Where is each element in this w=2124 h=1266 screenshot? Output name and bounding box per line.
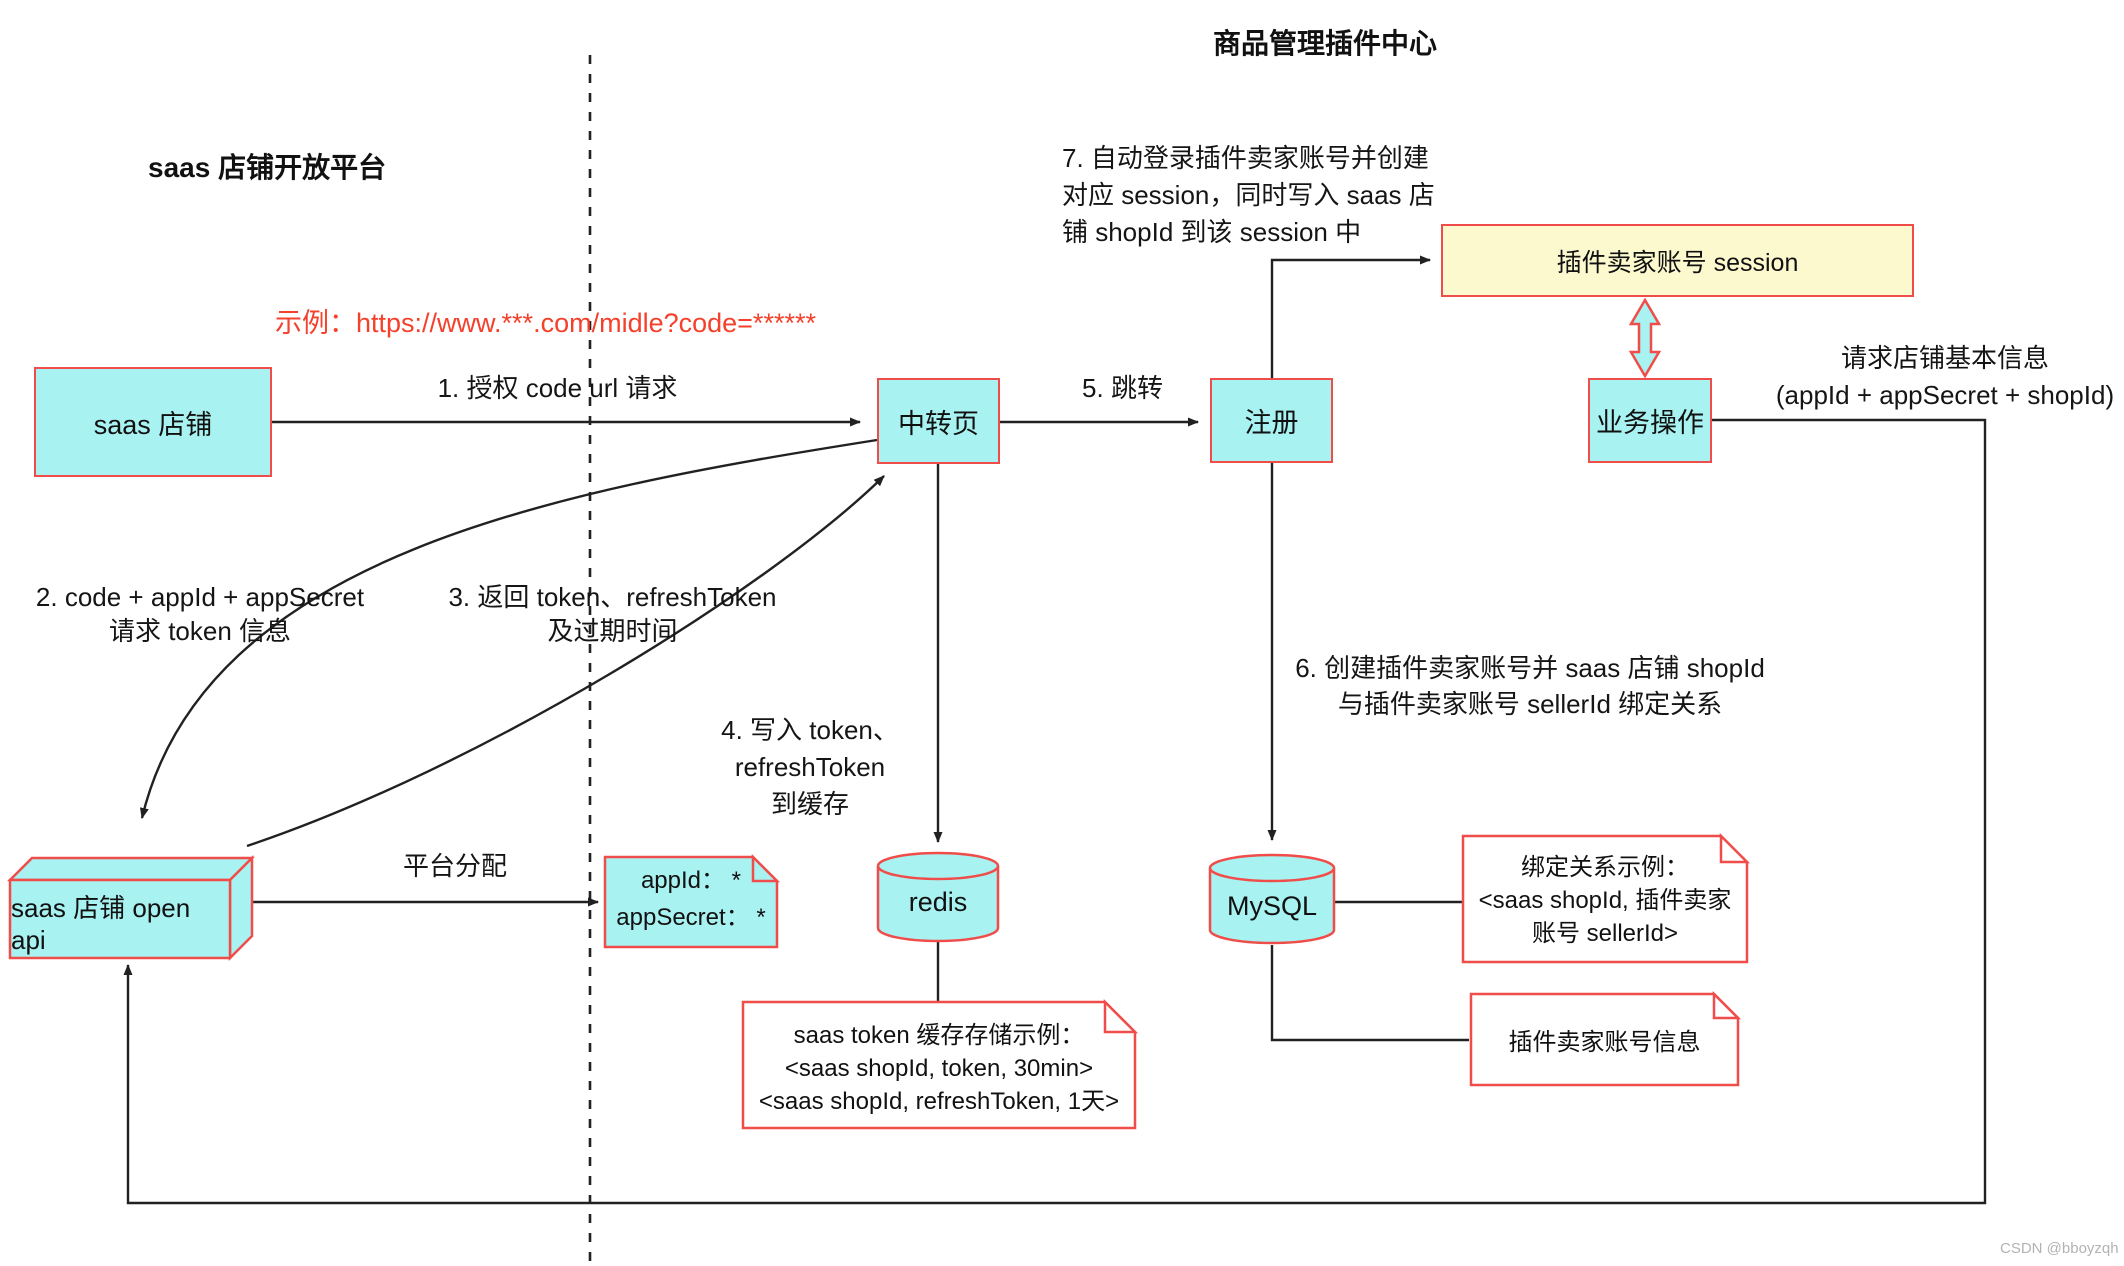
- seller-info-note-text: 插件卖家账号信息: [1471, 1026, 1738, 1060]
- credentials-note-text: appId： * appSecret： *: [605, 862, 777, 936]
- node-transit-page-label: 中转页: [898, 408, 979, 439]
- edge-step6-line1: 6. 创建插件卖家账号并 saas 店铺 shopId: [1295, 653, 1765, 683]
- edge-request-info-line1: 请求店铺基本信息: [1840, 343, 2049, 373]
- binding-note-text: 绑定关系示例： <saas shopId, 插件卖家 账号 sellerId>: [1463, 851, 1747, 950]
- node-session: 插件卖家账号 session: [1441, 224, 1914, 297]
- edge-step6-line2: 与插件卖家账号 sellerId 绑定关系: [1337, 689, 1723, 719]
- token-cache-line1: saas token 缓存存储示例：: [793, 1022, 1085, 1049]
- credentials-line2: appSecret： *: [616, 904, 766, 931]
- credentials-line1: appId： *: [640, 867, 742, 894]
- binding-note-shape: [1461, 832, 1751, 964]
- seller-info-note-shape: [1469, 990, 1742, 1087]
- node-mysql-label: MySQL: [1226, 890, 1318, 921]
- node-redis-label: redis: [908, 886, 968, 917]
- node-saas-shop: saas 店铺: [34, 367, 272, 477]
- right-lane-title: 商品管理插件中心: [1212, 28, 1437, 59]
- edge-step7-arrow: [1270, 255, 1431, 378]
- edge-step3-curve-arrow: [246, 475, 885, 848]
- session-business-double-arrow: [1628, 297, 1662, 379]
- edge-step3-label: 3. 返回 token、refreshToken 及过期时间: [420, 580, 805, 648]
- edge-step7-line2: 对应 session，同时写入 saas 店: [1062, 180, 1435, 210]
- edge-step4-line1: 4. 写入 token、: [721, 715, 899, 745]
- left-lane-title: saas 店铺开放平台: [148, 152, 387, 183]
- token-cache-line3: <saas shopId, refreshToken, 1天>: [758, 1088, 1120, 1115]
- binding-line3: 账号 sellerId>: [1531, 920, 1679, 947]
- edge-request-info-line2: (appId + appSecret + shopId): [1775, 380, 2115, 410]
- edge-step1-label: 1. 授权 code url 请求: [437, 373, 678, 403]
- edge-step2-label: 2. code + appId + appSecret 请求 token 信息: [25, 580, 375, 648]
- mysql-cylinder-shape: [1208, 853, 1336, 945]
- edge-step4-line2: refreshToken: [734, 752, 886, 782]
- seller-info-line1: 插件卖家账号信息: [1508, 1029, 1701, 1056]
- edge-request-info-label: 请求店铺基本信息 (appId + appSecret + shopId): [1770, 340, 2120, 414]
- node-transit-page: 中转页: [877, 378, 1000, 464]
- edge-step4-label: 4. 写入 token、 refreshToken 到缓存: [680, 712, 940, 823]
- token-cache-note-shape: [741, 998, 1139, 1130]
- edge-step2-curve-arrow: [139, 438, 878, 819]
- edge-step2-line1: 2. code + appId + appSecret: [35, 582, 365, 612]
- redis-cylinder-shape: [876, 851, 1000, 943]
- binding-line1: 绑定关系示例：: [1521, 854, 1689, 881]
- binding-line2: <saas shopId, 插件卖家: [1478, 887, 1732, 914]
- edge-step7-label: 7. 自动登录插件卖家账号并创建 对应 session，同时写入 saas 店 …: [1062, 140, 1482, 251]
- node-register-label: 注册: [1244, 408, 1299, 438]
- token-cache-note-text: saas token 缓存存储示例： <saas shopId, token, …: [743, 1019, 1135, 1118]
- node-register: 注册: [1210, 378, 1333, 463]
- edge-step7-line3: 铺 shopId 到该 session 中: [1062, 217, 1362, 247]
- open-api-cuboid-shape: [6, 854, 256, 962]
- watermark-text: CSDN @bboyzqh: [2000, 1240, 2119, 1257]
- edge-step3-line2: 及过期时间: [547, 616, 678, 646]
- node-session-label: 插件卖家账号 session: [1556, 248, 1799, 277]
- node-saas-shop-label: saas 店铺: [93, 409, 213, 440]
- example-url-text: 示例：https://www.***.com/midle?code=******: [275, 308, 816, 338]
- edge-step5-label: 5. 跳转: [1082, 373, 1163, 403]
- credentials-note-shape: [603, 853, 781, 949]
- token-cache-line2: <saas shopId, token, 30min>: [784, 1055, 1094, 1082]
- edge-step6-label: 6. 创建插件卖家账号并 saas 店铺 shopId 与插件卖家账号 sell…: [1230, 650, 1830, 722]
- edge-step3-line1: 3. 返回 token、refreshToken: [448, 582, 777, 612]
- edge-mysql-to-seller-note-line: [1270, 945, 1469, 1042]
- edge-step7-line1: 7. 自动登录插件卖家账号并创建: [1062, 143, 1429, 173]
- node-business-ops-label: 业务操作: [1596, 408, 1704, 438]
- edge-step2-line2: 请求 token 信息: [108, 616, 292, 646]
- edge-platform-assign-label: 平台分配: [402, 851, 507, 881]
- node-open-api-label: saas 店铺 open api: [11, 893, 191, 955]
- edge-step4-line3: 到缓存: [770, 789, 849, 819]
- edge-request-shop-info-loop-arrow: [123, 418, 1987, 1205]
- node-business-ops: 业务操作: [1588, 378, 1712, 463]
